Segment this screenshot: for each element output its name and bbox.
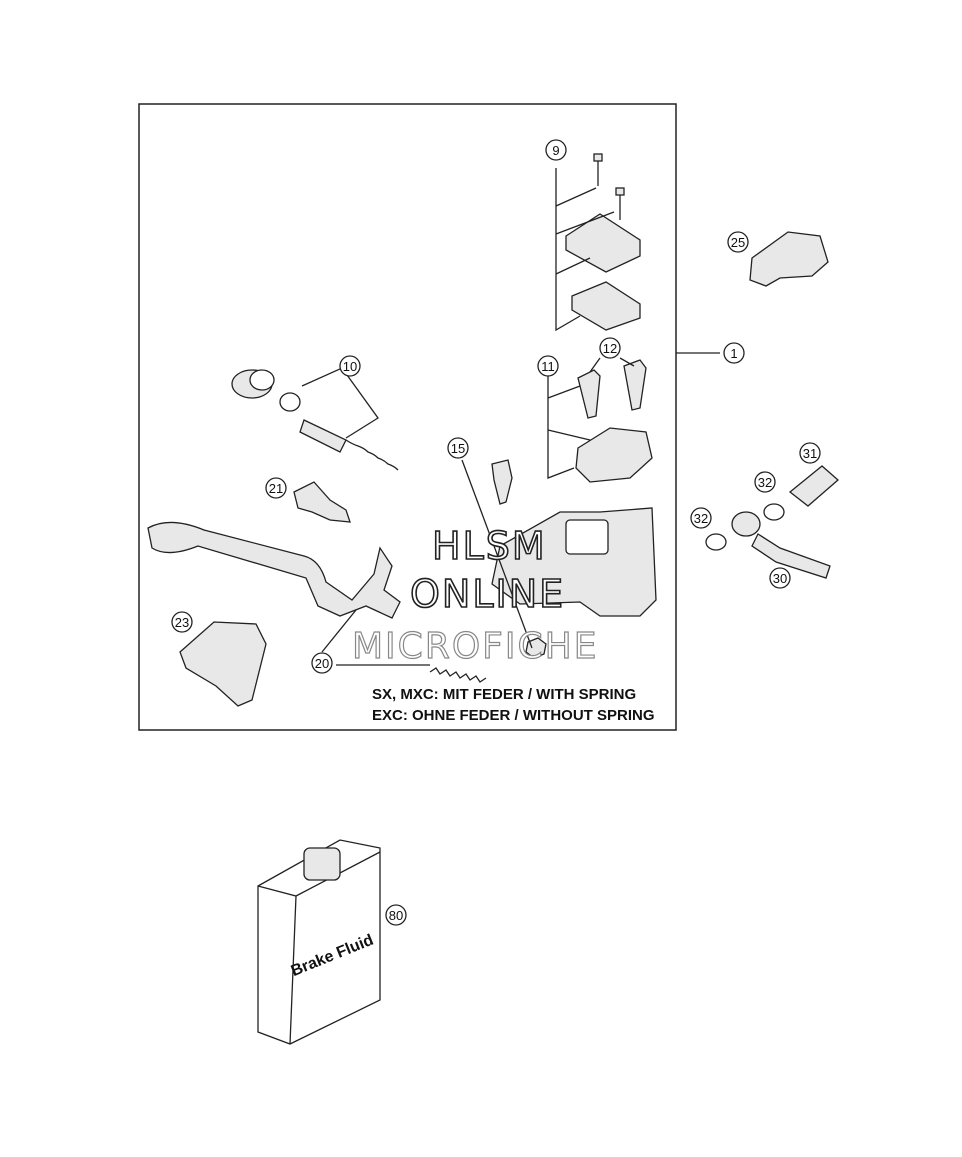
svg-text:15: 15 xyxy=(451,441,465,456)
reservoir-gasket xyxy=(571,281,641,331)
reservoir-cap xyxy=(565,213,641,273)
svg-text:11: 11 xyxy=(541,359,555,374)
callout-23: 23 xyxy=(171,611,193,633)
lever-spring xyxy=(429,667,487,683)
svg-text:23: 23 xyxy=(175,615,189,630)
svg-text:31: 31 xyxy=(803,446,817,461)
reservoir-screws xyxy=(593,153,625,220)
callout-30: 30 xyxy=(769,567,791,589)
reservoir-opening xyxy=(565,519,609,555)
diagram-frame xyxy=(138,103,677,731)
clamp-bolts xyxy=(577,359,647,419)
lever-adjuster xyxy=(293,481,351,523)
brake-line xyxy=(705,465,839,579)
svg-text:32: 32 xyxy=(758,475,772,490)
spring-note-with-spring: SX, MXC: MIT FEDER / WITH SPRING xyxy=(372,686,637,703)
svg-text:9: 9 xyxy=(552,143,559,158)
lever-cover xyxy=(179,621,267,707)
brake-fluid-bottle xyxy=(257,839,381,1045)
piston-kit xyxy=(231,367,399,471)
callout-20: 20 xyxy=(311,652,333,674)
callout-15: 15 xyxy=(447,437,469,459)
leader-11 xyxy=(547,357,635,479)
svg-text:25: 25 xyxy=(731,235,745,250)
handlebar-clamp xyxy=(575,427,653,483)
svg-text:30: 30 xyxy=(773,571,787,586)
svg-text:10: 10 xyxy=(343,359,357,374)
leader-20 xyxy=(321,609,357,653)
callout-32a: 32 xyxy=(754,471,776,493)
callout-32b: 32 xyxy=(690,507,712,529)
callout-12: 12 xyxy=(599,337,621,359)
leader-9 xyxy=(555,168,615,332)
brake-lever xyxy=(147,521,401,619)
svg-text:20: 20 xyxy=(315,656,329,671)
svg-text:21: 21 xyxy=(269,481,283,496)
svg-text:12: 12 xyxy=(603,341,617,356)
outer-clamp xyxy=(749,231,829,287)
callout-25: 25 xyxy=(727,231,749,253)
svg-text:32: 32 xyxy=(694,511,708,526)
callout-80: 80 xyxy=(385,904,407,926)
master-cylinder xyxy=(491,507,657,617)
leader-15 xyxy=(461,459,533,649)
callout-31: 31 xyxy=(799,442,821,464)
svg-text:80: 80 xyxy=(389,908,403,923)
pivot-bolt xyxy=(491,459,513,505)
callout-10: 10 xyxy=(339,355,361,377)
svg-text:1: 1 xyxy=(730,346,737,361)
callout-11: 11 xyxy=(537,355,559,377)
watermark-line-1: HLSM xyxy=(431,523,547,569)
pivot-nut xyxy=(525,637,547,659)
callout-1: 1 xyxy=(723,342,745,364)
callout-21: 21 xyxy=(265,477,287,499)
spring-note-without-spring: EXC: OHNE FEDER / WITHOUT SPRING xyxy=(372,707,655,724)
watermark-line-3: MICROFICHE xyxy=(351,625,599,667)
watermark-line-2: ONLINE xyxy=(409,571,566,617)
callout-9: 9 xyxy=(545,139,567,161)
